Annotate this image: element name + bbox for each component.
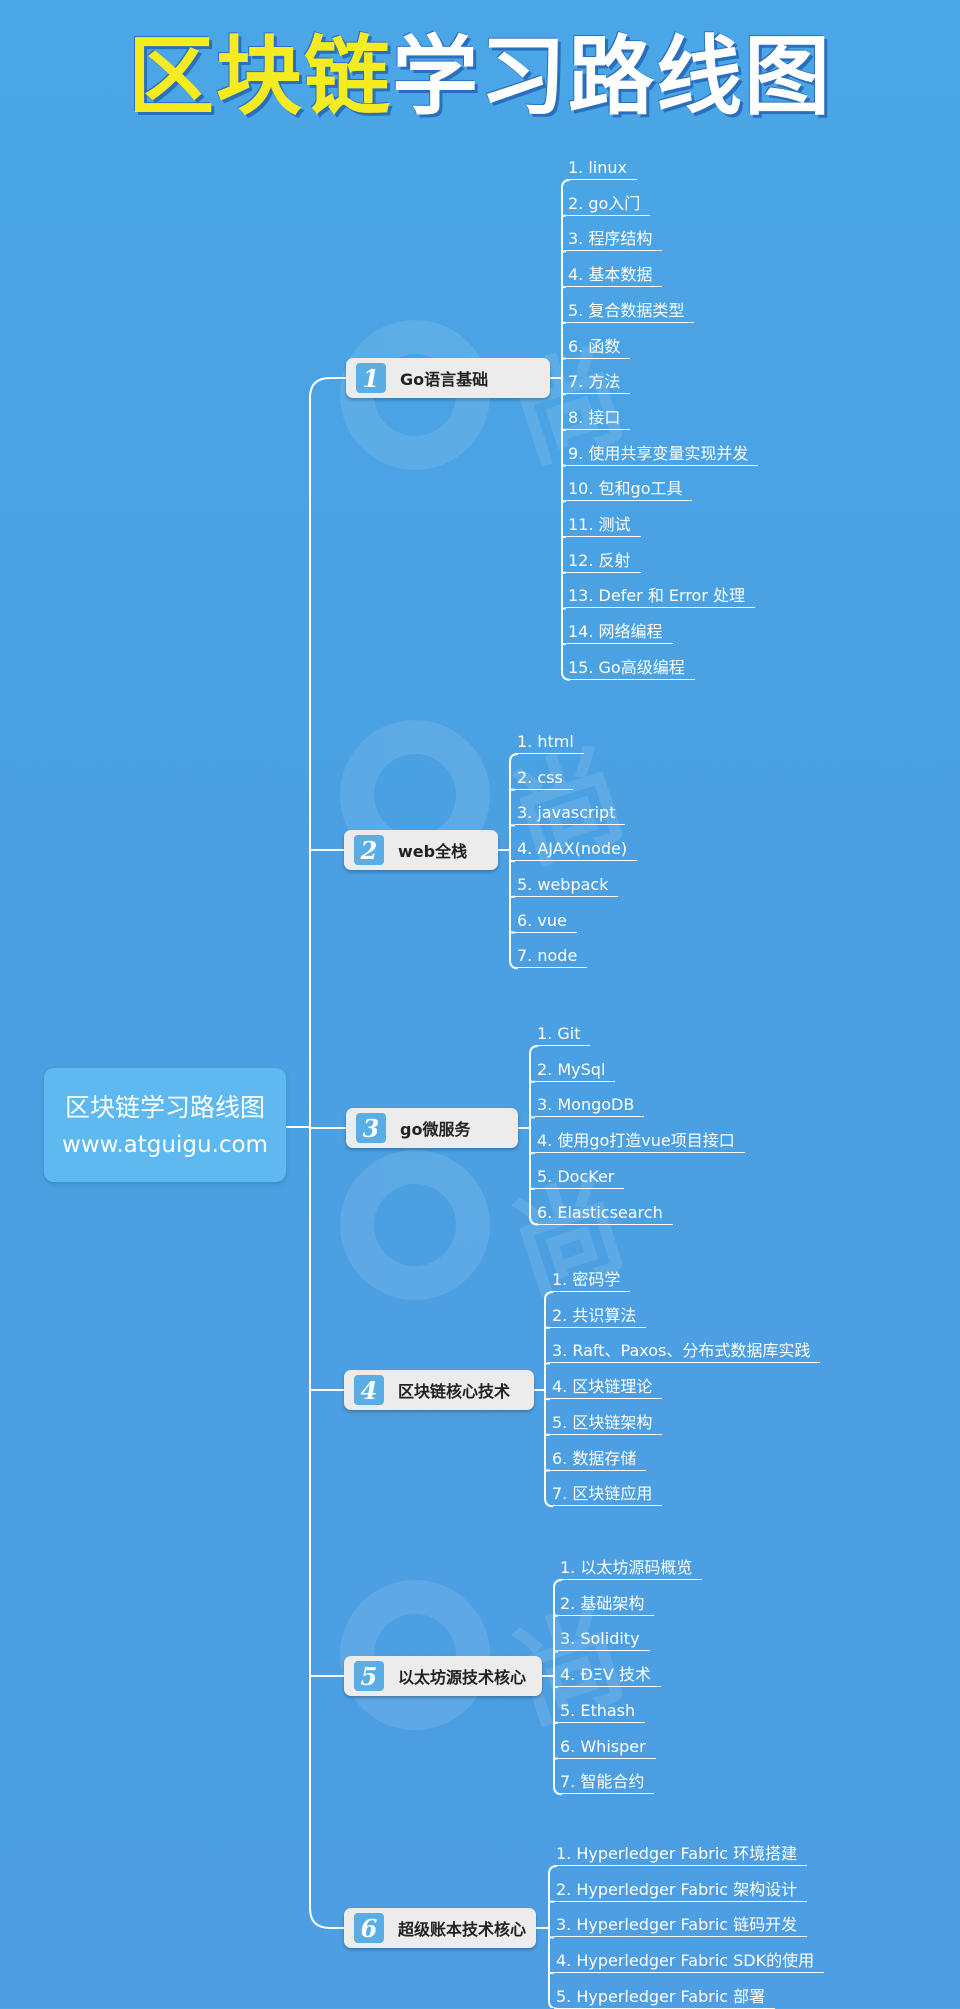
topic-item: 3. MongoDB <box>535 1095 645 1118</box>
topic-item: 2. 基础架构 <box>558 1594 655 1616</box>
branch-label: 区块链核心技术 <box>398 1382 511 1401</box>
sub-curve <box>561 179 571 189</box>
sub-curve <box>553 1579 563 1589</box>
branch-number-badge: 6 <box>354 1913 384 1943</box>
topic-item: 3. Hyperledger Fabric 链码开发 <box>554 1915 808 1938</box>
topic-item: 5. webpack <box>515 875 619 897</box>
branch-node-4: 4 区块链核心技术 <box>344 1370 534 1410</box>
topic-item: 4. ÐΞV 技术 <box>558 1665 661 1688</box>
branch-number-badge: 3 <box>356 1113 386 1143</box>
topic-item: 2. go入门 <box>566 194 651 216</box>
branch-node-1: 1 Go语言基础 <box>346 358 550 398</box>
topic-item: 3. javascript <box>515 803 626 826</box>
topic-item: 6. vue <box>515 911 577 933</box>
topic-item: 1. linux <box>566 158 637 180</box>
branch-label: web全栈 <box>398 842 468 861</box>
topic-item: 1. Git <box>535 1024 591 1046</box>
topic-item: 6. Whisper <box>558 1737 656 1759</box>
topic-item: 1. Hyperledger Fabric 环境搭建 <box>554 1844 808 1866</box>
trunk-curve-top <box>309 377 331 399</box>
sub-curve <box>548 2000 558 2008</box>
topic-item: 11. 测试 <box>566 515 641 537</box>
branch-label: Go语言基础 <box>400 370 489 389</box>
topic-item: 1. 以太坊源码概览 <box>558 1558 703 1580</box>
topic-item: 3. 程序结构 <box>566 229 663 252</box>
branch-number-badge: 5 <box>354 1661 384 1691</box>
topic-item: 4. 基本数据 <box>566 265 663 288</box>
topic-item: 7. 方法 <box>566 372 631 395</box>
topic-item: 14. 网络编程 <box>566 622 673 645</box>
topic-item: 13. Defer 和 Error 处理 <box>566 586 756 609</box>
topic-item: 10. 包和go工具 <box>566 479 693 502</box>
root-url: www.atguigu.com <box>62 1132 268 1158</box>
topic-item: 4. Hyperledger Fabric SDK的使用 <box>554 1951 825 1974</box>
topic-item: 4. AJAX(node) <box>515 839 638 862</box>
branch-number-badge: 2 <box>354 835 384 865</box>
title-highlight: 区块链 <box>128 27 392 127</box>
topic-item: 2. css <box>515 768 573 790</box>
topic-item: 1. 密码学 <box>550 1270 631 1292</box>
topic-item: 3. Raft、Paxos、分布式数据库实践 <box>550 1341 821 1364</box>
branch-node-3: 3 go微服务 <box>346 1108 518 1148</box>
topic-item: 15. Go高级编程 <box>566 658 695 680</box>
topic-item: 5. Ethash <box>558 1701 646 1723</box>
topic-item: 5. 复合数据类型 <box>566 301 695 323</box>
topic-item: 2. 共识算法 <box>550 1306 647 1328</box>
topic-item: 2. Hyperledger Fabric 架构设计 <box>554 1880 808 1902</box>
topic-item: 6. Elasticsearch <box>535 1203 673 1225</box>
topic-item: 6. 函数 <box>566 337 631 359</box>
topic-item: 9. 使用共享变量实现并发 <box>566 444 759 466</box>
topic-item: 7. node <box>515 946 588 969</box>
branch-node-5: 5 以太坊源技术核心 <box>344 1656 542 1696</box>
topic-item: 12. 反射 <box>566 551 641 573</box>
trunk-curve-bottom <box>309 1907 331 1929</box>
sub-curve <box>529 1045 539 1055</box>
topic-item: 4. 使用go打造vue项目接口 <box>535 1131 745 1154</box>
topic-item: 8. 接口 <box>566 408 631 430</box>
page-title: 区块链学习路线图 <box>0 6 960 127</box>
title-rest: 学习路线图 <box>392 27 832 127</box>
topic-item: 6. 数据存储 <box>550 1449 647 1471</box>
branch-number-badge: 1 <box>356 363 386 393</box>
topic-item: 1. html <box>515 732 584 754</box>
root-title: 区块链学习路线图 <box>64 1093 265 1122</box>
sub-curve <box>544 1291 554 1301</box>
topic-item: 4. 区块链理论 <box>550 1377 663 1400</box>
topic-item: 2. MySql <box>535 1060 616 1082</box>
branch-label: 以太坊源技术核心 <box>398 1668 527 1687</box>
topic-item: 5. 区块链架构 <box>550 1413 663 1435</box>
sub-curve <box>509 753 519 763</box>
branch-number-badge: 4 <box>354 1375 384 1405</box>
topic-item: 5. Hyperledger Fabric 部署 <box>554 1987 776 2009</box>
topic-item: 7. 智能合约 <box>558 1772 655 1795</box>
topic-item: 7. 区块链应用 <box>550 1484 663 1507</box>
branch-label: 超级账本技术核心 <box>398 1920 527 1939</box>
branch-node-2: 2 web全栈 <box>344 830 498 870</box>
topic-item: 3. Solidity <box>558 1629 650 1652</box>
branch-label: go微服务 <box>400 1120 471 1139</box>
topic-item: 5. DocKer <box>535 1167 625 1189</box>
branch-node-6: 6 超级账本技术核心 <box>344 1908 536 1948</box>
sub-curve <box>548 1865 558 1875</box>
root-node: 区块链学习路线图 www.atguigu.com <box>44 1068 286 1182</box>
